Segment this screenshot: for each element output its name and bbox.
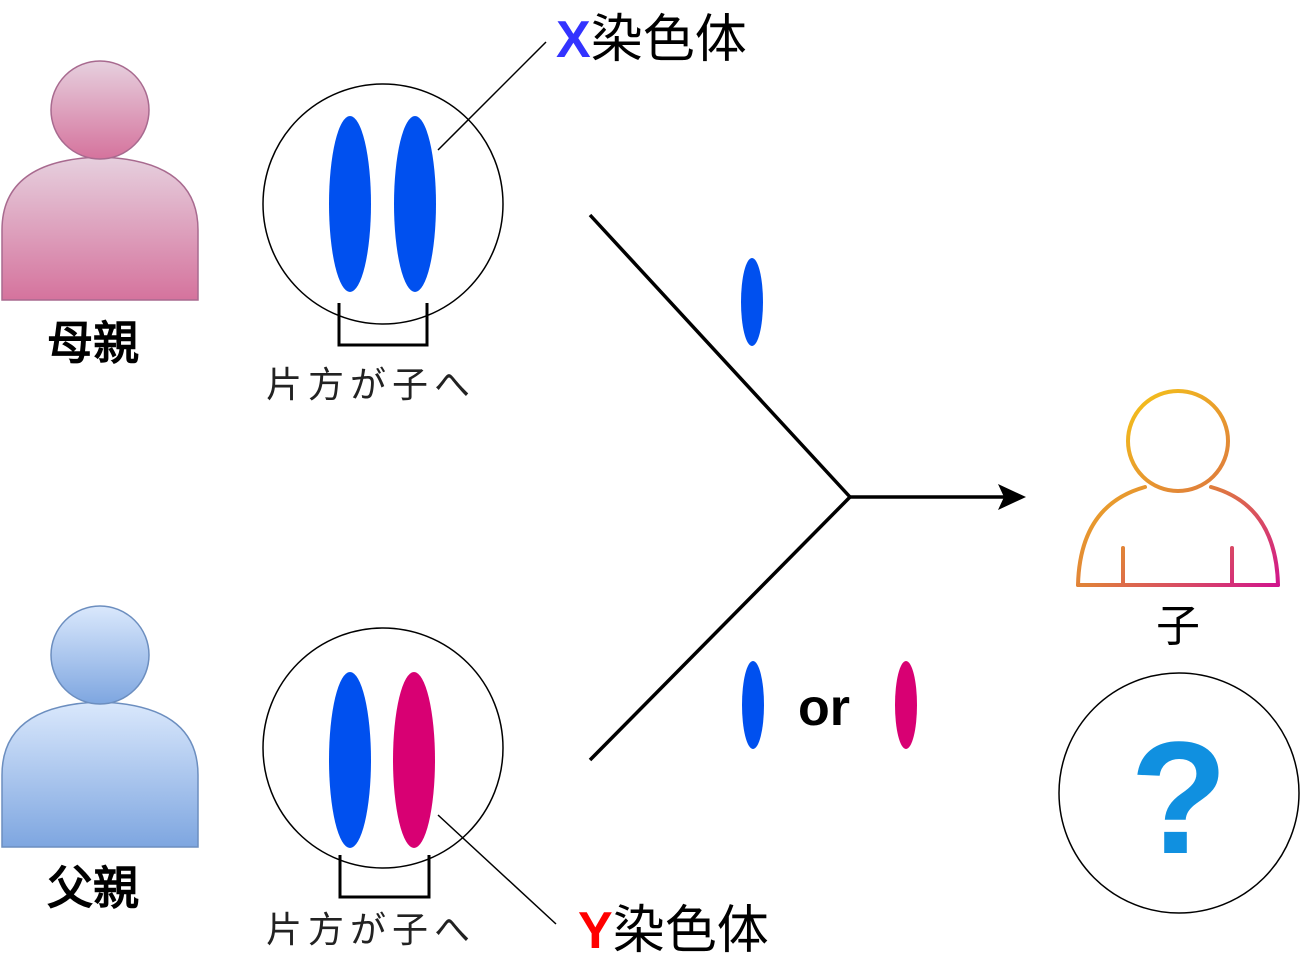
y-chromosome-callout: Y染色体 xyxy=(578,905,769,957)
passed-chromosome-y-from-father xyxy=(895,661,917,749)
y-callout-suffix: 染色体 xyxy=(612,901,769,961)
x-callout-leader xyxy=(437,41,547,151)
x-letter: X xyxy=(556,11,591,69)
x-callout-suffix: 染色体 xyxy=(590,10,747,70)
father-cell xyxy=(262,627,557,925)
unknown-sex-circle xyxy=(1058,672,1300,914)
mother-fork-line xyxy=(588,213,852,499)
question-mark-icon: ? xyxy=(1130,708,1228,887)
passed-chromosome-from-mother xyxy=(741,258,763,346)
father-person-icon xyxy=(1,605,199,848)
y-callout-leader xyxy=(437,814,557,925)
passed-chromosome-x-from-father xyxy=(742,661,764,749)
y-letter: Y xyxy=(578,902,613,960)
mother-note: 片方が子へ xyxy=(266,365,477,406)
father-fork-line xyxy=(588,495,852,762)
mother-chromosome-x-1 xyxy=(329,116,371,292)
mother-label: 母親 xyxy=(47,316,139,370)
arrow-head-icon xyxy=(998,484,1026,510)
mother-chromosome-x-2 xyxy=(394,116,436,292)
father-label: 父親 xyxy=(47,861,139,915)
mother-cell xyxy=(262,41,547,347)
mother-bracket xyxy=(337,303,429,347)
father-chromosome-x xyxy=(329,672,371,848)
child-person-icon xyxy=(1076,389,1280,587)
father-chromosome-y xyxy=(393,672,435,848)
or-label: or xyxy=(798,679,850,737)
child-label: 子 xyxy=(1156,601,1200,652)
x-chromosome-callout: X染色体 xyxy=(556,14,747,66)
father-bracket xyxy=(338,855,431,899)
father-note: 片方が子へ xyxy=(266,910,477,951)
mother-person-icon xyxy=(1,60,199,301)
